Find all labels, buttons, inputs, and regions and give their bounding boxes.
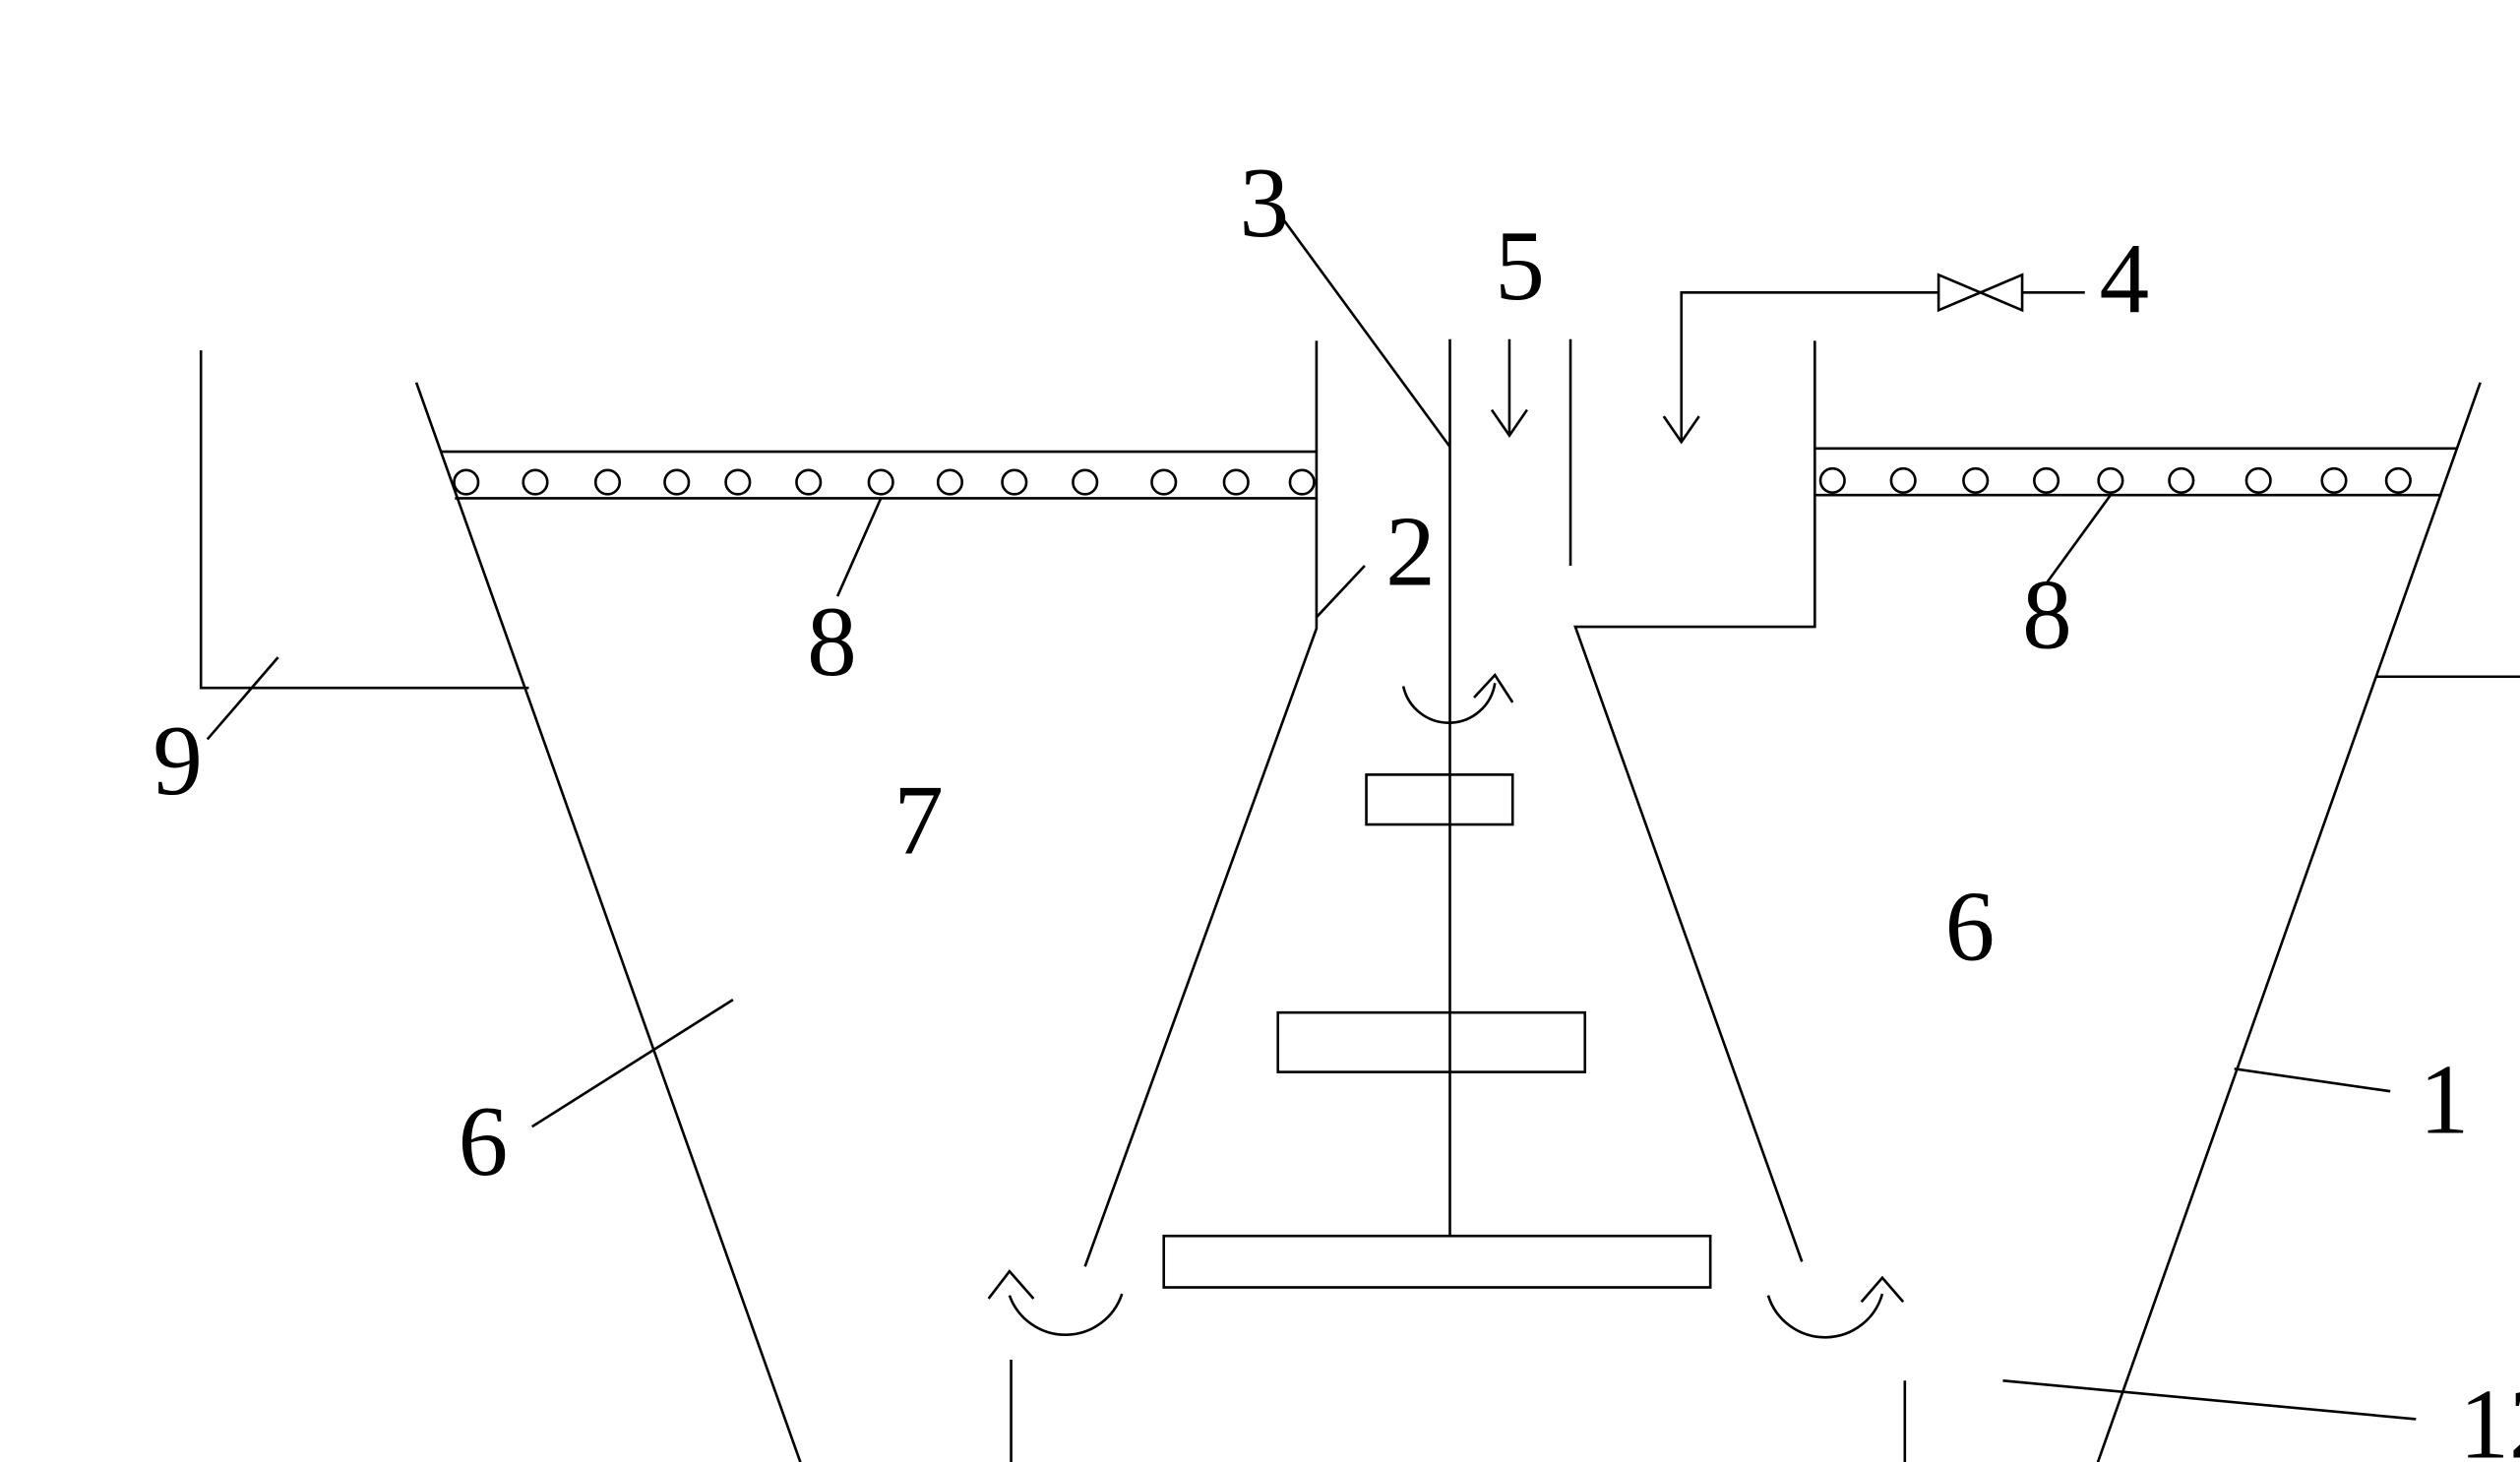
cone-wall-left [1083, 340, 1319, 1267]
label-6-right: 6 [1945, 871, 1996, 981]
circulation-arrow-top-icon [1401, 683, 1497, 724]
overflow-pipe-left [199, 350, 529, 690]
orifice [453, 468, 480, 496]
label-7: 7 [893, 764, 944, 875]
circulation-arrowhead-top-icon [1473, 672, 1514, 703]
dosing-pipe-line [1680, 291, 1939, 443]
impeller-blade-middle [1276, 1010, 1587, 1073]
label-8-left: 8 [807, 586, 857, 697]
circulation-arrow-left-icon [1008, 1293, 1124, 1337]
leader-line-6-left [531, 998, 734, 1128]
dosing-arrow-head [1662, 415, 1700, 445]
label-1: 1 [2420, 1045, 2470, 1155]
leader-line-12 [2002, 1378, 2417, 1421]
orifice [1072, 468, 1099, 496]
feed-arrow-head [1490, 408, 1528, 439]
orifice [2033, 466, 2060, 495]
orifice [724, 468, 752, 496]
collection-trough-right [1814, 447, 2458, 497]
feed-tube [1448, 338, 1572, 567]
leader-line-8-right [2045, 494, 2112, 584]
label-8-right: 8 [2022, 559, 2072, 669]
orifice [867, 468, 894, 496]
orifice [2384, 466, 2412, 495]
leader-line-9 [206, 656, 279, 741]
orifice [2168, 466, 2195, 495]
circulation-arrow-right-icon [1766, 1293, 1884, 1339]
impeller-blade-bottom [1162, 1234, 1712, 1289]
collection-trough-left [440, 450, 1317, 500]
cone-wall-right [1573, 340, 1816, 1262]
outer-tank [414, 382, 2482, 1462]
outer-wall-right [2096, 382, 2482, 1462]
orifice [795, 468, 823, 496]
orifice [1962, 466, 1990, 495]
orifice [522, 468, 549, 496]
orifice [1889, 466, 1917, 495]
orifice [1222, 468, 1250, 496]
circulation-arrows [987, 672, 1905, 1339]
orifice [2244, 466, 2272, 495]
label-3: 3 [1240, 148, 1290, 258]
valve-icon [1936, 273, 2024, 313]
leader-line-1 [2234, 1067, 2391, 1093]
orifice [1288, 468, 1316, 496]
circulation-arrowhead-right-icon [1860, 1275, 1905, 1304]
orifice [2320, 466, 2348, 495]
impeller-blade-top [1365, 773, 1514, 826]
label-2: 2 [1385, 497, 1436, 607]
leader-lines [206, 217, 2417, 1421]
label-5: 5 [1495, 211, 1545, 321]
orifice [1818, 466, 1846, 495]
label-12: 12 [2459, 1370, 2520, 1462]
trough-orifices-left [453, 468, 1316, 496]
orifice [1150, 468, 1178, 496]
orifice [936, 468, 964, 496]
outer-wall-left [414, 382, 802, 1462]
inner-reaction-cone [1083, 340, 1816, 1267]
orifice [2097, 466, 2124, 495]
orifice [663, 468, 691, 496]
reference-numerals: 1 2 3 4 5 6 6 7 8 8 9 12 [153, 148, 2520, 1462]
orifice [593, 468, 622, 496]
orifice [1001, 468, 1028, 496]
agitator [1162, 447, 1712, 1289]
trough-orifices-right [1818, 466, 2412, 495]
leader-line-8-left [835, 497, 883, 597]
circulation-arrowhead-left-icon [987, 1269, 1035, 1300]
dosing-pipe [1662, 273, 2085, 445]
leader-line-2 [1315, 565, 1366, 619]
leader-line-3 [1281, 217, 1451, 448]
label-6-left: 6 [459, 1086, 509, 1196]
label-9: 9 [153, 705, 203, 816]
label-4: 4 [2099, 223, 2149, 334]
